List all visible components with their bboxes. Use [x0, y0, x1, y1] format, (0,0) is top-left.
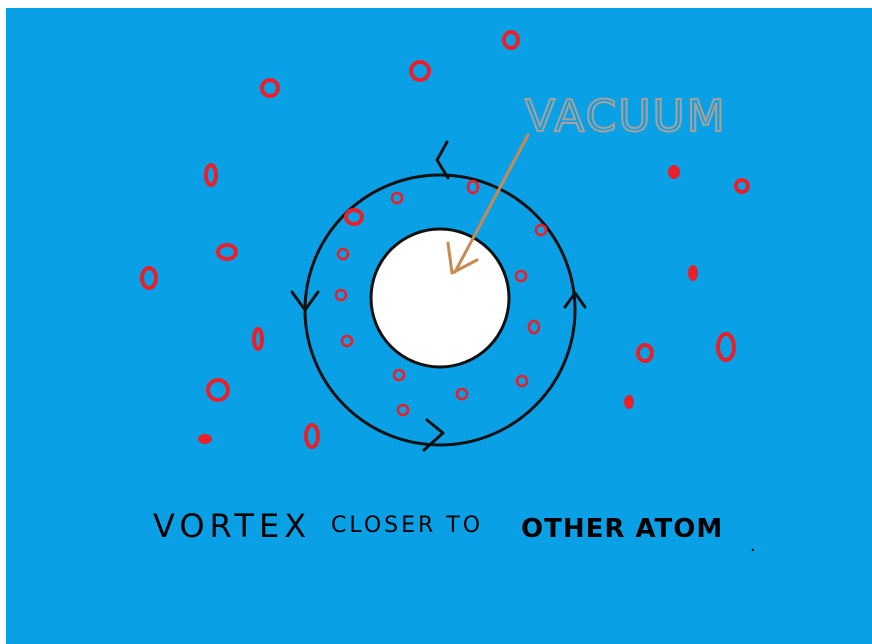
- caption-vortex: VORTEX: [153, 507, 311, 545]
- outer-particle: [625, 396, 633, 408]
- outer-particle: [669, 166, 679, 178]
- caption-period: .: [750, 535, 756, 556]
- outer-particle: [199, 435, 211, 443]
- vacuum-label: VACUUM: [525, 91, 727, 142]
- vacuum-core: [371, 229, 509, 367]
- caption-closer-to: CLOSER TO: [331, 513, 483, 538]
- caption-other-atom: OTHER ATOM: [521, 514, 723, 544]
- outer-particle: [689, 266, 697, 280]
